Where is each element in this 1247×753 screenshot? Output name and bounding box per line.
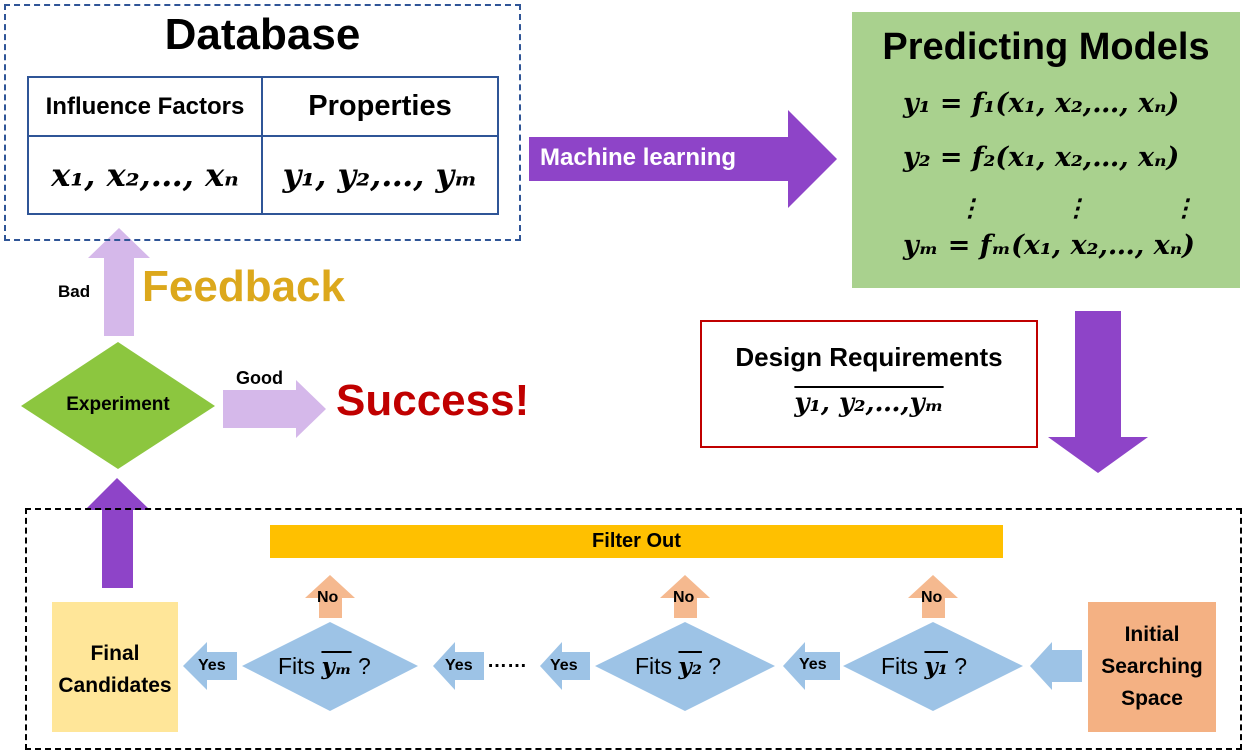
table-divider-vertical [261, 76, 263, 215]
arrow-ym-yes [183, 642, 237, 690]
no-arrow-1 [908, 575, 958, 618]
initial-line-3: Space [1121, 687, 1183, 710]
fits-y2-label: Fits y₂ ? [635, 653, 721, 680]
equation-2: y₂ = f₂(x₁, x₂,…, xₙ) [903, 142, 1180, 173]
design-requirements-title: Design Requirements [735, 342, 1003, 372]
initial-line-2: Searching [1101, 655, 1203, 678]
fits-y1-q: ? [954, 653, 968, 679]
success-label: Success! [336, 376, 530, 425]
properties-header: Properties [308, 90, 452, 122]
experiment-diamond [21, 342, 215, 469]
feedback-arrow [88, 228, 150, 336]
table-divider-horizontal [27, 135, 499, 137]
fits-y2-var: y₂ [678, 653, 702, 680]
arrow-y2-yes [540, 642, 590, 690]
no-arrow-m [305, 575, 355, 618]
predicting-models-box [852, 12, 1240, 288]
fits-y1-label: Fits y₁ ? [881, 653, 967, 680]
no-label-2: No [673, 589, 695, 606]
fits-y2-word: Fits [635, 653, 673, 679]
properties-values: y₁, y₂,…, yₘ [282, 156, 478, 194]
dots-label: …… [487, 650, 527, 672]
influence-factors-values: x₁, x₂,…, xₙ [51, 156, 239, 194]
final-candidates-box [52, 602, 178, 732]
initial-searching-space-box [1088, 602, 1216, 732]
good-arrow [223, 380, 326, 438]
fits-y1-diamond [843, 622, 1023, 711]
down-arrow-to-search [1048, 311, 1148, 473]
predicting-models-title: Predicting Models [882, 26, 1210, 68]
ellipsis-3: ⋮ [1172, 193, 1196, 222]
yes-label-1: Yes [799, 656, 827, 673]
fits-y1-var: y₁ [924, 653, 948, 680]
database-frame [4, 4, 521, 241]
arrow-initial-to-y1 [1030, 642, 1082, 690]
machine-learning-label: Machine learning [540, 144, 737, 171]
bad-label: Bad [58, 282, 91, 301]
design-requirements-box [700, 320, 1038, 448]
final-candidates-label: Final Candidates [52, 638, 178, 702]
ellipsis-2: ⋮ [1064, 193, 1088, 222]
good-label: Good [236, 368, 283, 388]
initial-line-1: Initial [1124, 623, 1180, 646]
equation-m: yₘ = fₘ(x₁, x₂,…, xₙ) [903, 230, 1195, 261]
no-label-m: No [317, 589, 339, 606]
fits-y1-word: Fits [881, 653, 919, 679]
search-process-frame [25, 508, 1242, 750]
fits-y2-diamond [595, 622, 775, 711]
fits-ym-var: yₘ [321, 653, 352, 680]
machine-learning-arrow [529, 110, 837, 208]
influence-factors-header: Influence Factors [45, 92, 245, 120]
final-line-1: Final [90, 642, 140, 665]
final-to-experiment-arrow [85, 478, 150, 588]
no-arrow-2 [660, 575, 710, 618]
no-label-1: No [921, 589, 943, 606]
ellipsis-1: ⋮ [958, 193, 982, 222]
yes-label-dots: Yes [445, 657, 473, 674]
arrow-y1-yes [783, 642, 840, 690]
yes-label-m: Yes [198, 657, 226, 674]
database-title: Database [164, 10, 361, 59]
fits-y2-q: ? [708, 653, 722, 679]
filter-out-bar: Filter Out [270, 525, 1003, 558]
experiment-label: Experiment [66, 394, 170, 415]
database-table [27, 76, 499, 215]
feedback-label: Feedback [142, 262, 345, 311]
initial-searching-space-label: Initial Searching Space [1088, 619, 1216, 715]
fits-ym-q: ? [357, 653, 371, 679]
arrow-dots-yes [433, 642, 484, 690]
fits-ym-word: Fits [278, 653, 316, 679]
equation-1: y₁ = f₁(x₁, x₂,…, xₙ) [903, 88, 1180, 119]
design-requirements-values: y₁, y₂,…,yₘ [794, 388, 944, 418]
fits-ym-diamond [242, 622, 418, 711]
yes-label-2: Yes [550, 657, 578, 674]
fits-ym-label: Fits yₘ ? [278, 653, 371, 680]
final-line-2: Candidates [58, 674, 172, 697]
